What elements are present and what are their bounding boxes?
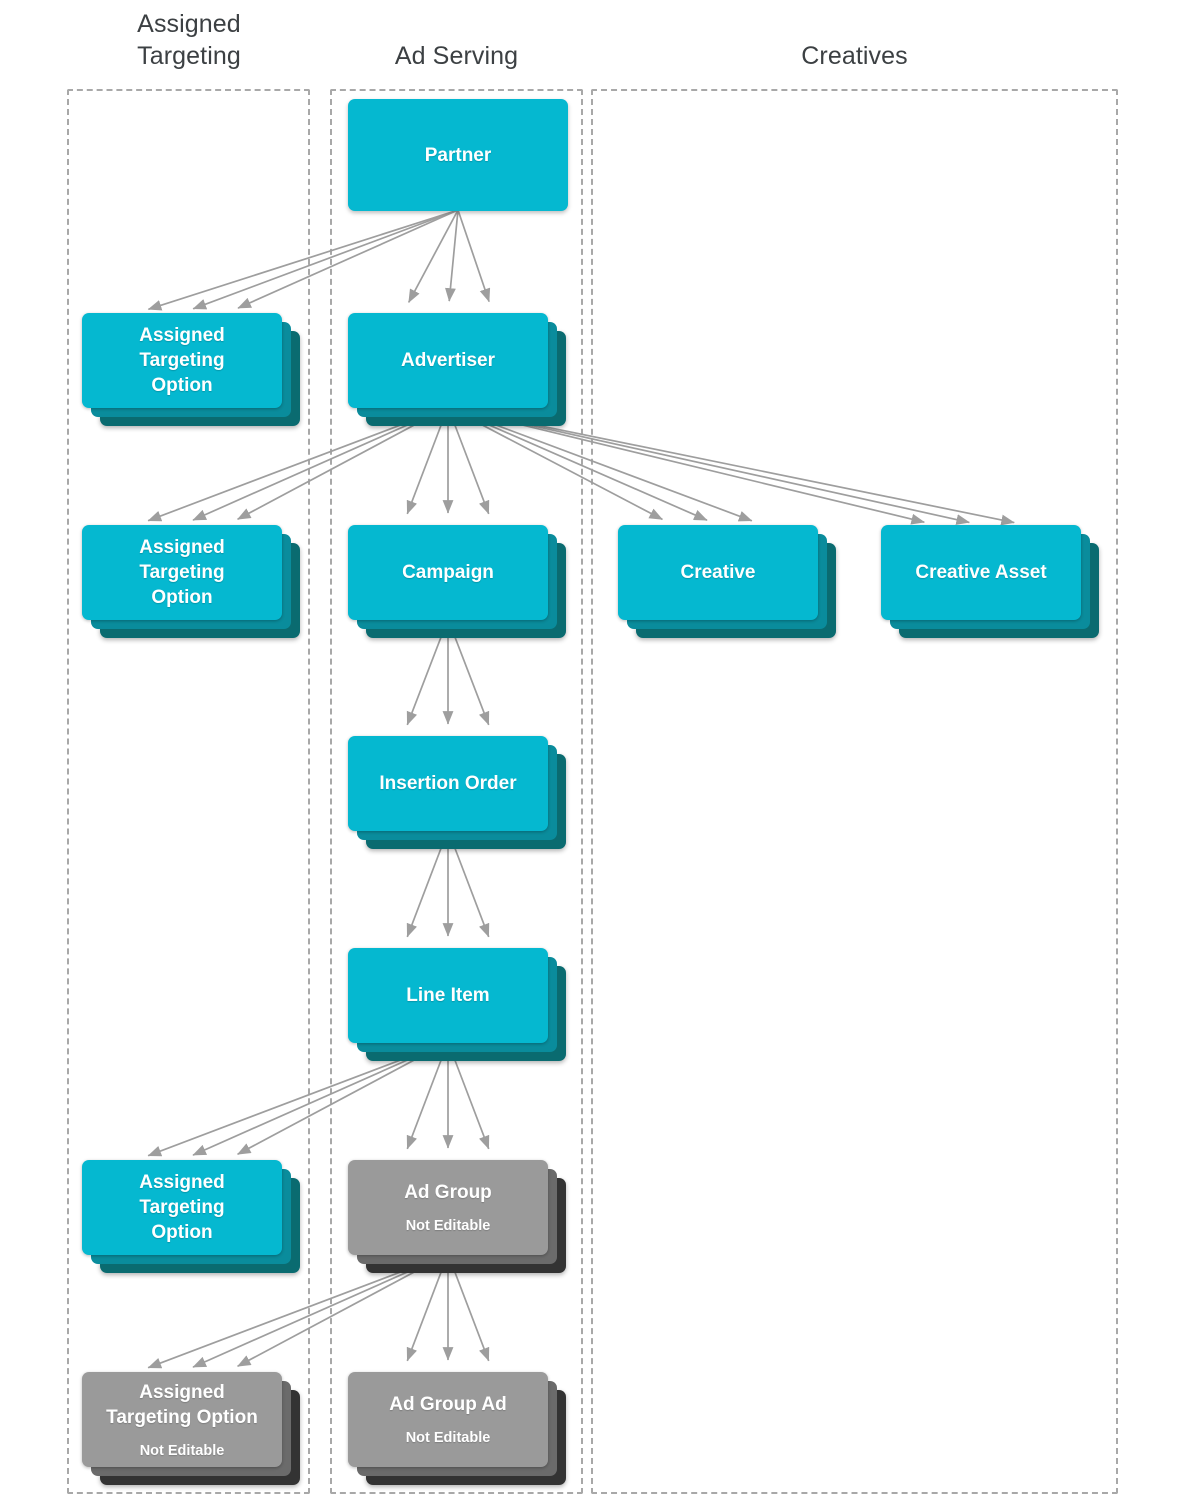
node-title: Advertiser (401, 350, 495, 371)
column-header-ad-serving: Ad Serving (394, 42, 519, 70)
node-title: Ad Group (404, 1182, 492, 1203)
node-creative[interactable]: Creative (618, 525, 838, 640)
node-title: Line Item (406, 985, 490, 1006)
node-title: Campaign (402, 562, 494, 583)
node-card-partner[interactable]: Partner (348, 99, 568, 211)
group-container-creatives (591, 89, 1118, 1494)
group-container-ad-serving (330, 89, 583, 1494)
node-title: Creative (680, 562, 756, 583)
node-campaign[interactable]: Campaign (348, 525, 568, 640)
node-card-assigned-targeting-option-line-item[interactable]: Assigned Targeting Option (82, 1160, 282, 1255)
node-assigned-targeting-option-line-item[interactable]: Assigned Targeting Option (82, 1160, 302, 1275)
node-ad-group-ad[interactable]: Ad Group Ad Not Editable (348, 1372, 568, 1487)
node-assigned-targeting-option-advertiser[interactable]: Assigned Targeting Option (82, 525, 302, 640)
column-header-assigned-targeting: Assigned Targeting (137, 10, 241, 70)
node-title: Assigned Targeting Option (139, 537, 225, 608)
node-partner[interactable]: Partner (348, 99, 588, 231)
node-subtitle-not-editable: Not Editable (405, 1430, 491, 1446)
node-line-item[interactable]: Line Item (348, 948, 568, 1063)
group-container-assigned-targeting (67, 89, 310, 1494)
node-title: Ad Group Ad (389, 1394, 507, 1415)
node-card-line-item[interactable]: Line Item (348, 948, 548, 1043)
node-title: Assigned Targeting Option (139, 325, 225, 396)
node-card-creative[interactable]: Creative (618, 525, 818, 620)
node-creative-asset[interactable]: Creative Asset (881, 525, 1101, 640)
node-title: Assigned Targeting Option (106, 1381, 258, 1428)
node-title: Assigned Targeting Option (139, 1172, 225, 1243)
node-advertiser[interactable]: Advertiser (348, 313, 568, 428)
node-card-campaign[interactable]: Campaign (348, 525, 548, 620)
node-assigned-targeting-option-partner[interactable]: Assigned Targeting Option (82, 313, 302, 428)
node-subtitle-not-editable: Not Editable (405, 1218, 491, 1234)
node-insertion-order[interactable]: Insertion Order (348, 736, 568, 851)
node-subtitle-not-editable: Not Editable (139, 1442, 225, 1459)
node-card-ad-group-ad[interactable]: Ad Group Ad Not Editable (348, 1372, 548, 1467)
node-card-advertiser[interactable]: Advertiser (348, 313, 548, 408)
column-header-creatives: Creatives (801, 42, 908, 70)
node-card-creative-asset[interactable]: Creative Asset (881, 525, 1081, 620)
node-title: Creative Asset (915, 562, 1047, 583)
node-card-assigned-targeting-option-partner[interactable]: Assigned Targeting Option (82, 313, 282, 408)
node-title: Partner (424, 144, 492, 166)
node-title: Insertion Order (379, 773, 517, 794)
node-card-assigned-targeting-option-advertiser[interactable]: Assigned Targeting Option (82, 525, 282, 620)
node-card-insertion-order[interactable]: Insertion Order (348, 736, 548, 831)
